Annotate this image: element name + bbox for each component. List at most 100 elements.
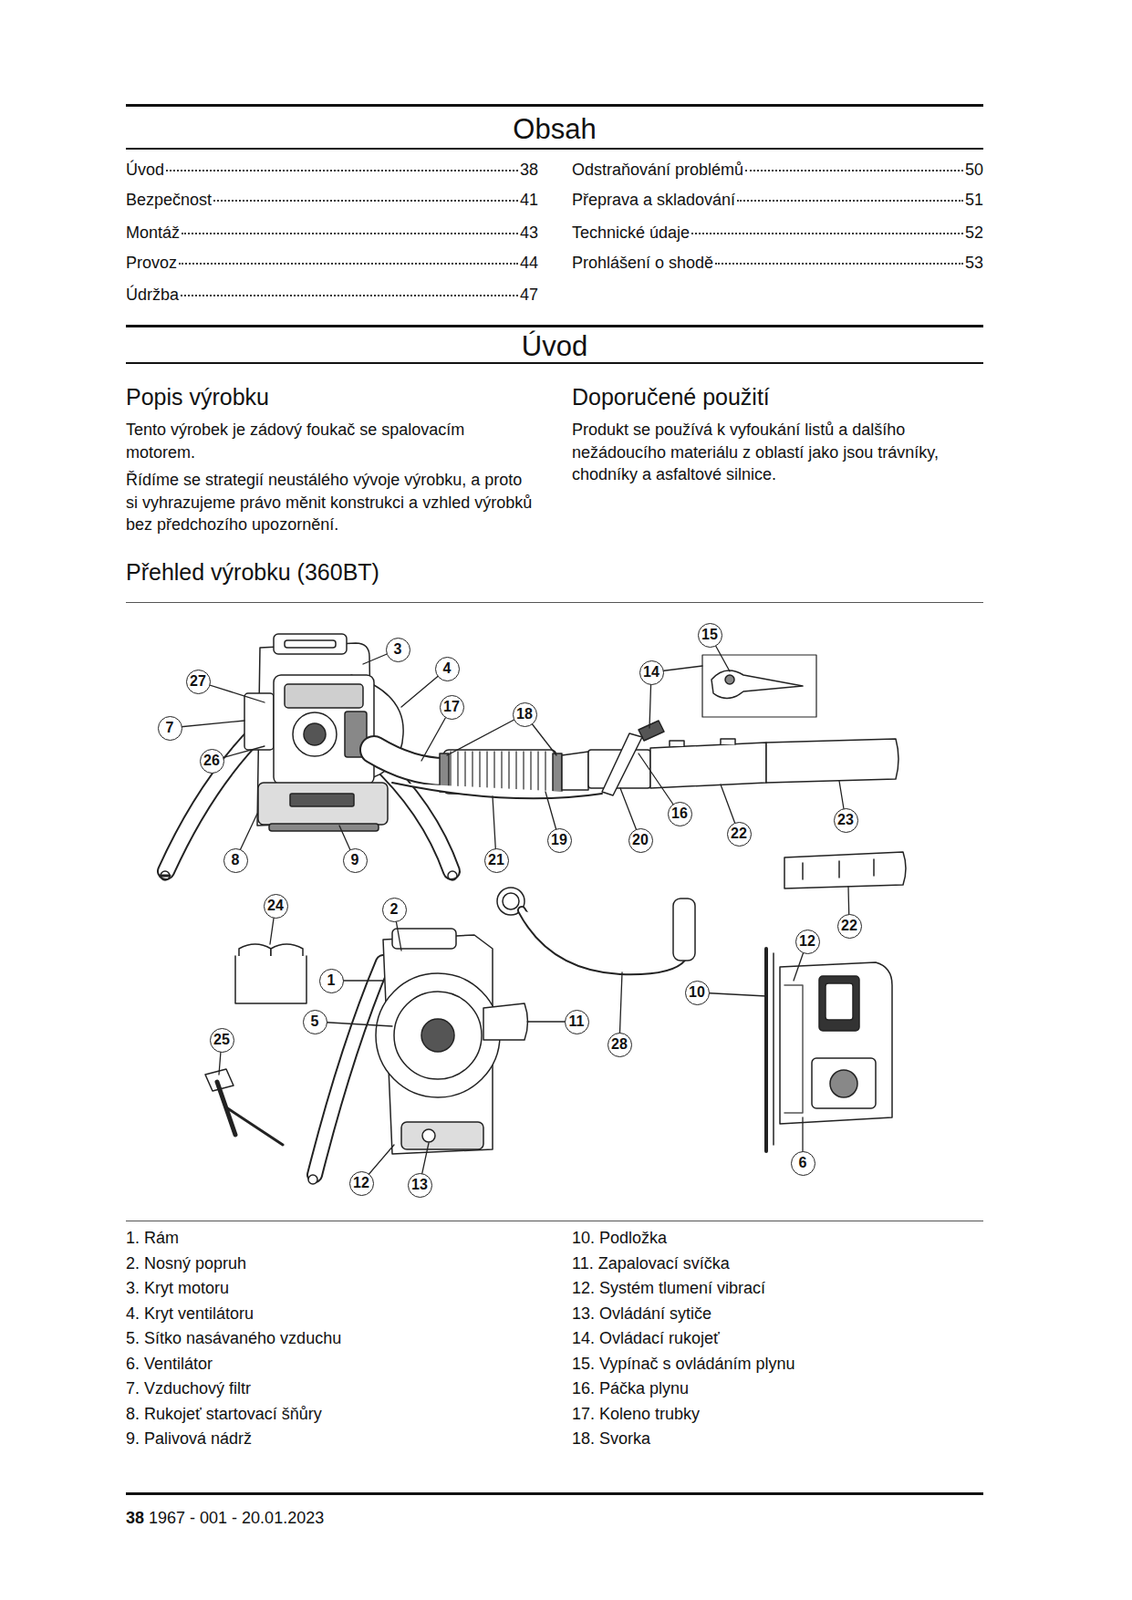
callout-number: 19 xyxy=(547,828,572,853)
spare-tube xyxy=(784,851,906,889)
toc-row: Přeprava a skladování51 xyxy=(571,189,984,210)
doc-code: 1967 - 001 - 20.01.2023 xyxy=(148,1507,324,1528)
callout-number: 25 xyxy=(209,1028,235,1053)
toc-entry: Přeprava a skladování xyxy=(571,189,736,210)
part-name: 12. Systém tlumení vibrací xyxy=(571,1277,766,1299)
callout-text: 4 xyxy=(443,660,452,677)
part-name: 5. Sítko nasávaného vzduchu xyxy=(125,1328,342,1349)
art-rect xyxy=(401,1121,484,1150)
blower-body xyxy=(244,633,404,831)
art-path xyxy=(235,955,307,1004)
toc-entry: Údržba xyxy=(125,284,179,305)
callout-number: 13 xyxy=(407,1173,433,1198)
toc-row: Údržba47 xyxy=(125,284,539,305)
callout-text: 2 xyxy=(390,901,399,918)
callout-number: 26 xyxy=(199,748,225,774)
callout-text: 6 xyxy=(799,1154,808,1172)
art-path xyxy=(784,851,906,889)
callout-text: 21 xyxy=(488,851,505,869)
rule xyxy=(125,1220,984,1222)
dot-leader xyxy=(180,294,519,297)
art-line xyxy=(471,751,474,792)
art-line xyxy=(529,751,532,792)
art-line xyxy=(764,948,769,1152)
callout-number: 17 xyxy=(439,695,465,720)
callout-number: 7 xyxy=(157,716,183,741)
art-line xyxy=(160,874,170,878)
art-path xyxy=(650,742,767,789)
art-line xyxy=(872,859,875,876)
dot-leader xyxy=(715,262,964,265)
dot-leader xyxy=(178,262,519,265)
part-name: 10. Podložka xyxy=(571,1227,667,1248)
callout-number: 6 xyxy=(790,1151,816,1176)
heading: Obsah xyxy=(125,113,984,146)
callout-number: 20 xyxy=(628,828,654,853)
callout-text: 13 xyxy=(411,1176,428,1194)
art-circle xyxy=(394,991,482,1080)
paragraph: Produkt se používá k vyfoukání listů a d… xyxy=(571,418,984,487)
callout-text: 18 xyxy=(516,706,533,723)
part-name: 4. Kryt ventilátoru xyxy=(125,1303,254,1324)
art-rect xyxy=(702,654,817,717)
callout-text: 3 xyxy=(394,641,403,658)
art-path xyxy=(521,910,683,971)
art-line xyxy=(226,1107,283,1145)
part-name: 13. Ovládání sytiče xyxy=(571,1303,712,1324)
callout-number: 2 xyxy=(382,897,407,923)
art-rect xyxy=(284,640,336,648)
art-circle xyxy=(303,723,326,746)
toc-page: 44 xyxy=(519,252,539,273)
callout-number: 9 xyxy=(342,848,368,873)
section-heading: Úvod xyxy=(125,330,984,364)
rule xyxy=(125,324,984,328)
art-line xyxy=(446,714,525,756)
art-rect xyxy=(552,753,562,792)
callout-number: 23 xyxy=(833,808,859,833)
callout-number: 3 xyxy=(385,637,411,663)
control-handle xyxy=(497,887,696,971)
callout-number: 10 xyxy=(685,980,710,1006)
subheading: Popis výrobku xyxy=(125,383,270,411)
callout-number: 11 xyxy=(564,1009,590,1035)
part-name: 17. Koleno trubky xyxy=(571,1403,700,1424)
toc-row: Úvod38 xyxy=(125,159,539,180)
callout-text: 22 xyxy=(841,917,858,935)
callout-text: 27 xyxy=(189,673,207,690)
toc-entry: Technické údaje xyxy=(571,222,690,243)
callout-text: 1 xyxy=(327,972,336,989)
art-rect xyxy=(273,675,374,785)
art-path xyxy=(669,740,685,747)
toc-row: Bezpečnost41 xyxy=(125,189,539,210)
art-rect xyxy=(673,898,696,961)
toc-page: 41 xyxy=(519,189,539,210)
part-name: 9. Palivová nádrž xyxy=(125,1428,252,1449)
art-line xyxy=(508,751,510,792)
callout-text: 25 xyxy=(213,1031,230,1049)
art-circle xyxy=(375,973,500,1098)
subheading: Doporučené použití xyxy=(571,383,770,411)
rule xyxy=(125,147,984,150)
toc-page: 43 xyxy=(519,222,539,243)
art-path xyxy=(373,749,446,772)
rule xyxy=(125,103,984,107)
art-circle xyxy=(725,675,735,685)
art-line xyxy=(486,751,489,792)
callout-number: 8 xyxy=(223,848,249,873)
art-line xyxy=(544,751,547,792)
part-name: 8. Rukojeť startovací šňůry xyxy=(125,1403,322,1424)
callout-number: 15 xyxy=(697,623,723,648)
art-line xyxy=(478,751,481,792)
inset-box xyxy=(702,654,817,717)
art-circle xyxy=(160,871,170,881)
page-title: Obsah xyxy=(512,113,596,146)
art-circle xyxy=(292,712,337,757)
blower-tube xyxy=(373,720,899,799)
callout-text: 26 xyxy=(203,752,220,769)
callout-text: 12 xyxy=(799,933,816,950)
art-path xyxy=(766,738,899,783)
toc-entry: Montáž xyxy=(125,222,180,243)
rule xyxy=(125,362,984,364)
callout-number: 12 xyxy=(349,1171,374,1196)
callout-text: 16 xyxy=(671,805,688,822)
